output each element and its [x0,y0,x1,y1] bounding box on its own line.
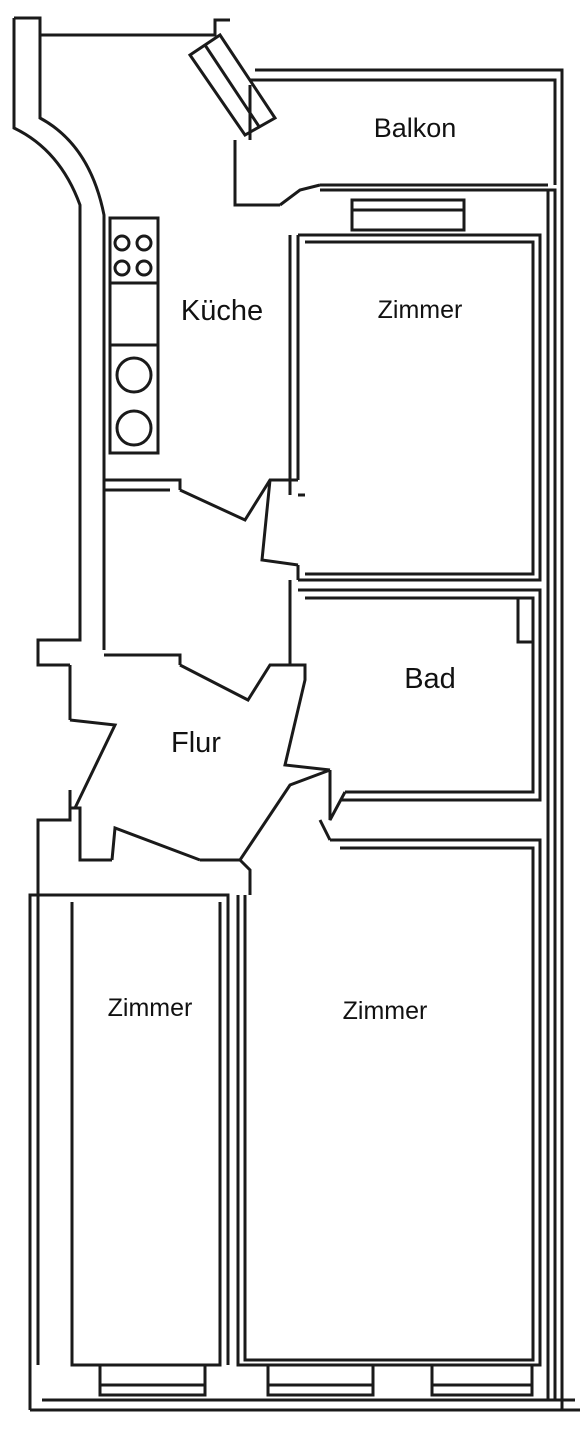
room-label-balkon: Balkon [374,113,457,143]
room-label-bad: Bad [404,663,456,695]
balcony-door [233,85,321,207]
room-label-zimmer-bottom-right: Zimmer [343,997,428,1025]
bad-walls [283,588,542,821]
storage-room-walls [104,580,298,702]
room-label-kueche: Küche [181,295,263,327]
outer-walls [12,16,580,1412]
room-label-zimmer-top: Zimmer [378,296,463,324]
room-label-flur: Flur [171,727,221,759]
window-kitchen-corner [187,32,278,137]
window-zimmer-top [350,198,466,232]
zimmer-bottom-right-walls [236,819,542,1367]
flur-walls [69,718,331,895]
sink-icon [108,281,160,455]
stove-icon [108,216,160,285]
windows-bottom [98,1363,534,1397]
zimmer-bottom-left-walls [36,893,230,1367]
zimmer-top-walls [260,233,542,582]
room-label-zimmer-bottom-left: Zimmer [108,994,193,1022]
kitchen-walls [104,235,300,522]
